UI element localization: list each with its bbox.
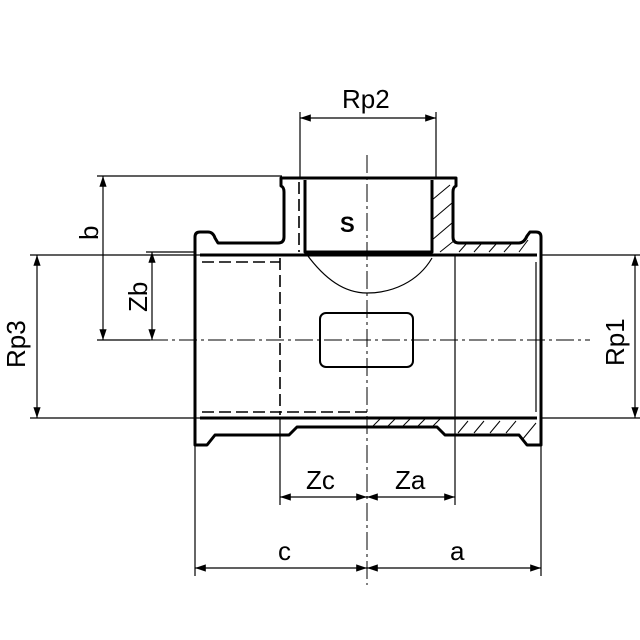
- rp1-label: Rp1: [600, 318, 630, 366]
- branch-bore-bottom: [304, 251, 433, 294]
- marking-recess: [319, 312, 414, 368]
- zb-label: Zb: [123, 282, 153, 312]
- branch-bore: [303, 180, 434, 254]
- rp2-label: Rp2: [342, 84, 390, 114]
- material-symbol: S: [340, 212, 355, 237]
- fitting-outline: [193, 176, 543, 447]
- zc-label: Zc: [306, 465, 335, 495]
- section-hatching: [371, 184, 537, 441]
- a-label: a: [450, 536, 465, 566]
- rp3-label: Rp3: [1, 320, 31, 368]
- za-label: Za: [395, 465, 426, 495]
- c-label: c: [278, 536, 291, 566]
- b-label: b: [74, 226, 104, 240]
